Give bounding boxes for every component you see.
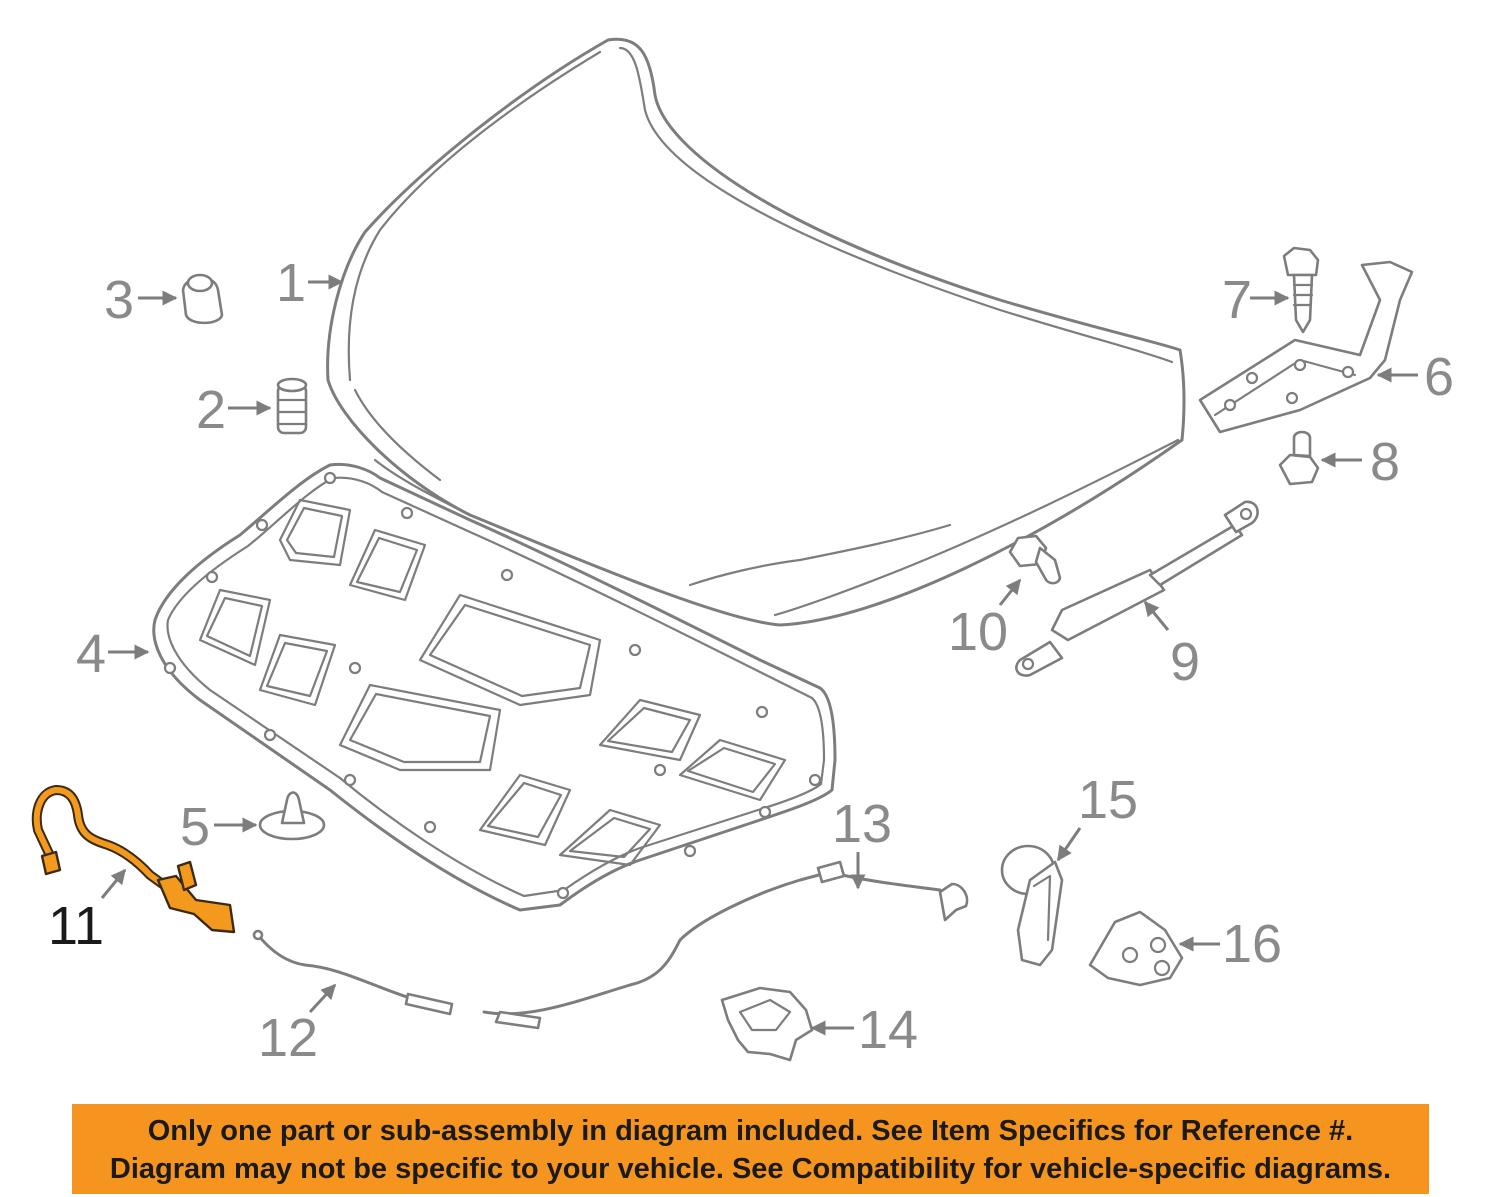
part-number-label: 11	[48, 896, 104, 956]
callout-10: 10	[948, 578, 1022, 662]
part-number-label: 16	[1222, 914, 1282, 974]
hood-latch-14	[720, 986, 814, 1062]
callout-13: 13	[832, 794, 892, 890]
part-number-label: 10	[948, 602, 1008, 662]
callout-5: 5	[180, 797, 258, 857]
callout-16: 16	[1178, 914, 1282, 974]
callout-3: 3	[104, 270, 178, 330]
part-number-label: 1	[276, 253, 306, 313]
callout-6: 6	[1376, 347, 1454, 407]
callout-4: 4	[76, 624, 150, 684]
part-number-label: 5	[180, 797, 210, 857]
part-number-label: 14	[858, 1000, 918, 1060]
bolt-7	[1282, 246, 1320, 334]
hood-latch-switch-11	[31, 785, 236, 934]
gas-strut-9	[1015, 500, 1259, 677]
callout-11: 11	[48, 868, 127, 956]
hood-insulator	[152, 462, 837, 912]
release-lever-15	[1000, 844, 1064, 967]
release-cable-12	[252, 929, 454, 1016]
nut-8	[1278, 430, 1320, 486]
part-number-label: 9	[1170, 632, 1200, 692]
callout-9: 9	[1143, 600, 1200, 692]
grommet-5	[258, 791, 326, 841]
part-number-label: 7	[1222, 270, 1252, 330]
part-number-label: 6	[1424, 347, 1454, 407]
callout-8: 8	[1320, 432, 1400, 492]
callout-15: 15	[1056, 770, 1138, 862]
callout-2: 2	[196, 380, 272, 440]
part-number-label: 12	[258, 1008, 318, 1068]
part-number-label: 15	[1078, 770, 1138, 830]
part-number-label: 8	[1370, 432, 1400, 492]
notice-banner: Only one part or sub-assembly in diagram…	[72, 1104, 1429, 1194]
callout-7: 7	[1222, 270, 1290, 330]
part-number-label: 4	[76, 624, 106, 684]
hood-panel	[326, 37, 1186, 627]
part-number-label: 13	[832, 794, 892, 854]
callout-14: 14	[810, 1000, 918, 1060]
parts-diagram: 1 2 3 4 5 6 7 8 9 10 11 12	[31, 37, 1454, 1068]
notice-line-1: Only one part or sub-assembly in diagram…	[147, 1115, 1354, 1147]
hood-hinge-6	[1198, 260, 1414, 434]
callout-12: 12	[258, 983, 337, 1068]
part-number-label: 3	[104, 270, 134, 330]
ball-stud-10	[1008, 534, 1062, 585]
part-number-label: 2	[196, 380, 226, 440]
notice-line-2: Diagram may not be specific to your vehi…	[109, 1153, 1392, 1185]
callout-1: 1	[276, 253, 344, 313]
hood-bumper-3	[181, 273, 224, 325]
hood-stop-2	[276, 377, 308, 435]
hood-lock-16	[1088, 910, 1184, 987]
